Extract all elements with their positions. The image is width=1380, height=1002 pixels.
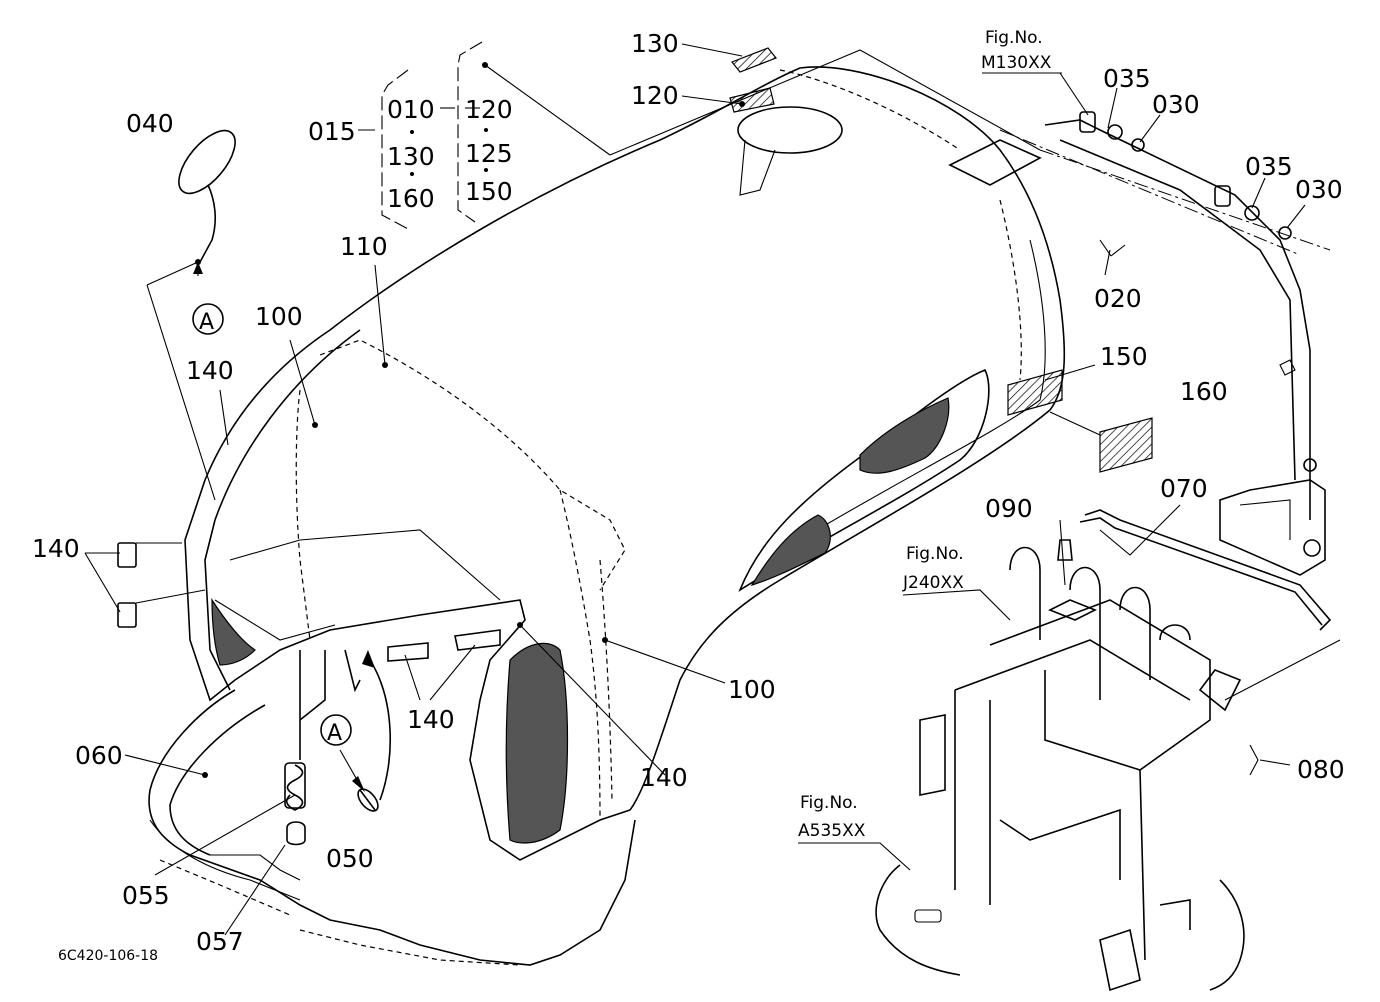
callout-070: 070 [1160, 474, 1208, 503]
callout-040: 040 [126, 109, 174, 138]
callout-120-alt: 120 [465, 95, 513, 124]
callout-090: 090 [985, 494, 1033, 523]
leader-lines [84, 43, 1341, 936]
callout-140-top: 140 [186, 356, 234, 385]
front-bumper [148, 689, 636, 966]
support-frame [875, 509, 1332, 992]
figure-references: Fig.No. M130XX Fig.No. J240XX Fig.No. A5… [798, 28, 1052, 841]
callout-030-b: 030 [1295, 175, 1343, 204]
callout-035-a: 035 [1103, 64, 1151, 93]
callout-057: 057 [196, 927, 244, 956]
callout-030-a: 030 [1152, 90, 1200, 119]
callout-050: 050 [326, 844, 374, 873]
callout-140-center: 140 [407, 705, 455, 734]
callout-150: 150 [1100, 342, 1148, 371]
callout-110: 110 [340, 232, 388, 261]
drawing-code: 6C420-106-18 [58, 948, 158, 964]
callout-010: 010 [387, 95, 435, 124]
reference-markers: A A [192, 303, 352, 746]
bonnet-hood [184, 66, 1066, 861]
callout-020: 020 [1094, 284, 1142, 313]
callout-015: 015 [308, 117, 356, 146]
callout-140-right: 140 [640, 763, 688, 792]
callout-160-alt: 160 [387, 184, 435, 213]
callout-140-left: 140 [32, 534, 80, 563]
figref-m130: M130XX [981, 53, 1052, 73]
callout-125: 125 [465, 139, 513, 168]
figref-a535: A535XX [798, 821, 866, 841]
callout-080: 080 [1297, 755, 1345, 784]
callout-130: 130 [631, 29, 679, 58]
callout-035-b: 035 [1245, 152, 1293, 181]
mirror-040 [178, 129, 236, 265]
callout-160: 160 [1180, 377, 1228, 406]
callout-100-top: 100 [255, 302, 303, 331]
callout-060: 060 [75, 741, 123, 770]
decal-labels [117, 47, 1153, 662]
callout-055: 055 [122, 881, 170, 910]
callout-150-alt: 150 [465, 177, 513, 206]
callout-100-right: 100 [728, 675, 776, 704]
marker-a-spring: A [327, 721, 342, 746]
callouts: 130 120 015 010 130 160 120 125 150 040 … [32, 29, 1345, 956]
marker-a-mirror: A [199, 310, 214, 335]
figref-a535-label: Fig.No. [800, 793, 858, 813]
figref-m130-label: Fig.No. [985, 28, 1043, 48]
callout-120: 120 [631, 81, 679, 110]
hinge-bracket [948, 111, 1331, 576]
spring-and-cap [284, 649, 392, 846]
figref-j240: J240XX [902, 573, 964, 593]
callout-130-alt: 130 [387, 142, 435, 171]
figref-j240-label: Fig.No. [906, 544, 964, 564]
